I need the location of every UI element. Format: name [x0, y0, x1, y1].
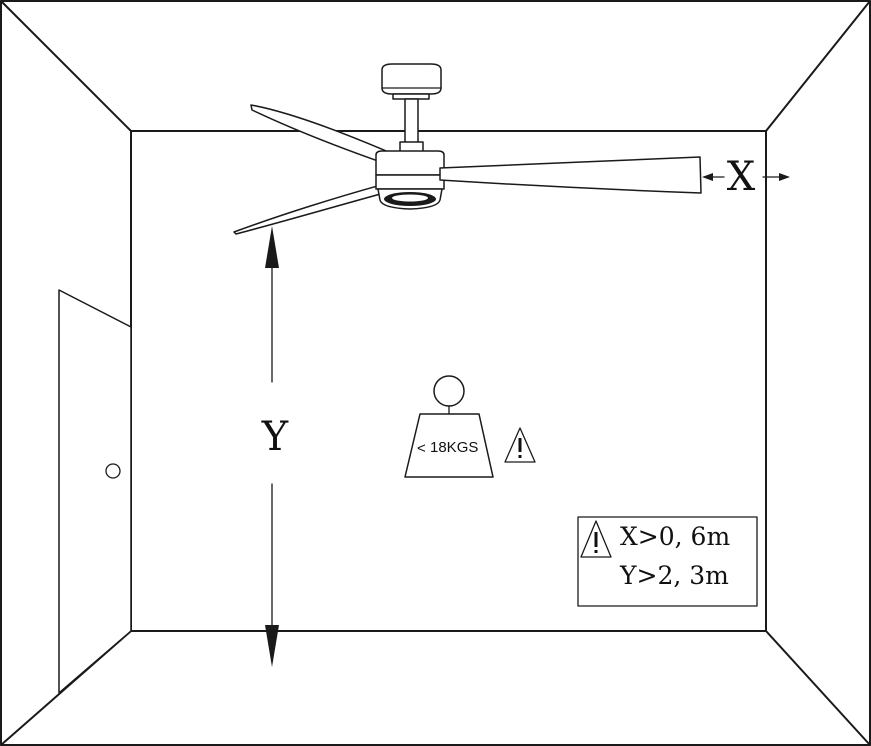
- warning-note-line-1: X>0, 6m: [620, 522, 730, 551]
- ceiling-edge-right: [765, 0, 871, 132]
- fan-blade-right: [439, 156, 702, 194]
- fan-canopy: [381, 63, 442, 95]
- note-exclamation-bar: [594, 532, 598, 547]
- motor-band: [375, 174, 445, 190]
- warning-note-box: [577, 516, 758, 607]
- floor-edge-right: [765, 630, 871, 746]
- note-warning-triangle: [580, 520, 612, 558]
- y-label: Y: [261, 414, 289, 460]
- x-dimension: X: [702, 154, 790, 200]
- ceiling-edge-left: [0, 0, 132, 132]
- y-arrowhead-top: [265, 226, 279, 268]
- x-arrowhead-right: [779, 173, 790, 181]
- note-exclamation-dot: [594, 550, 598, 553]
- warning-exclamation-bar: [518, 438, 522, 452]
- warning-exclamation-dot: [518, 455, 522, 458]
- x-label: X: [727, 154, 756, 200]
- warning-icon: [504, 427, 536, 463]
- fan-downrod: [404, 98, 419, 144]
- weight-symbol: < 18KGS: [404, 375, 494, 478]
- y-dimension: Y: [261, 226, 289, 667]
- weight-block: [404, 413, 494, 478]
- x-arrowhead-left: [702, 173, 713, 181]
- weight-less-than-sign: <: [417, 440, 426, 457]
- warning-note-icon: [580, 520, 612, 558]
- door-panel: [58, 289, 132, 694]
- warning-note-line-2: Y>2, 3m: [619, 561, 729, 590]
- weight-hook-ring: [433, 375, 465, 407]
- weight-label: 18KGS: [430, 439, 478, 456]
- warning-triangle: [504, 427, 536, 463]
- door-knob: [105, 463, 121, 479]
- fan-motor-housing: [375, 150, 445, 176]
- y-arrowhead-bottom: [265, 625, 279, 667]
- fan-blade-lower-left: [233, 181, 396, 235]
- ceiling-fan: [233, 63, 702, 235]
- light-lens-highlight: [392, 194, 428, 202]
- door: [58, 289, 132, 694]
- warning-note: X>0, 6m Y>2, 3m: [577, 516, 758, 607]
